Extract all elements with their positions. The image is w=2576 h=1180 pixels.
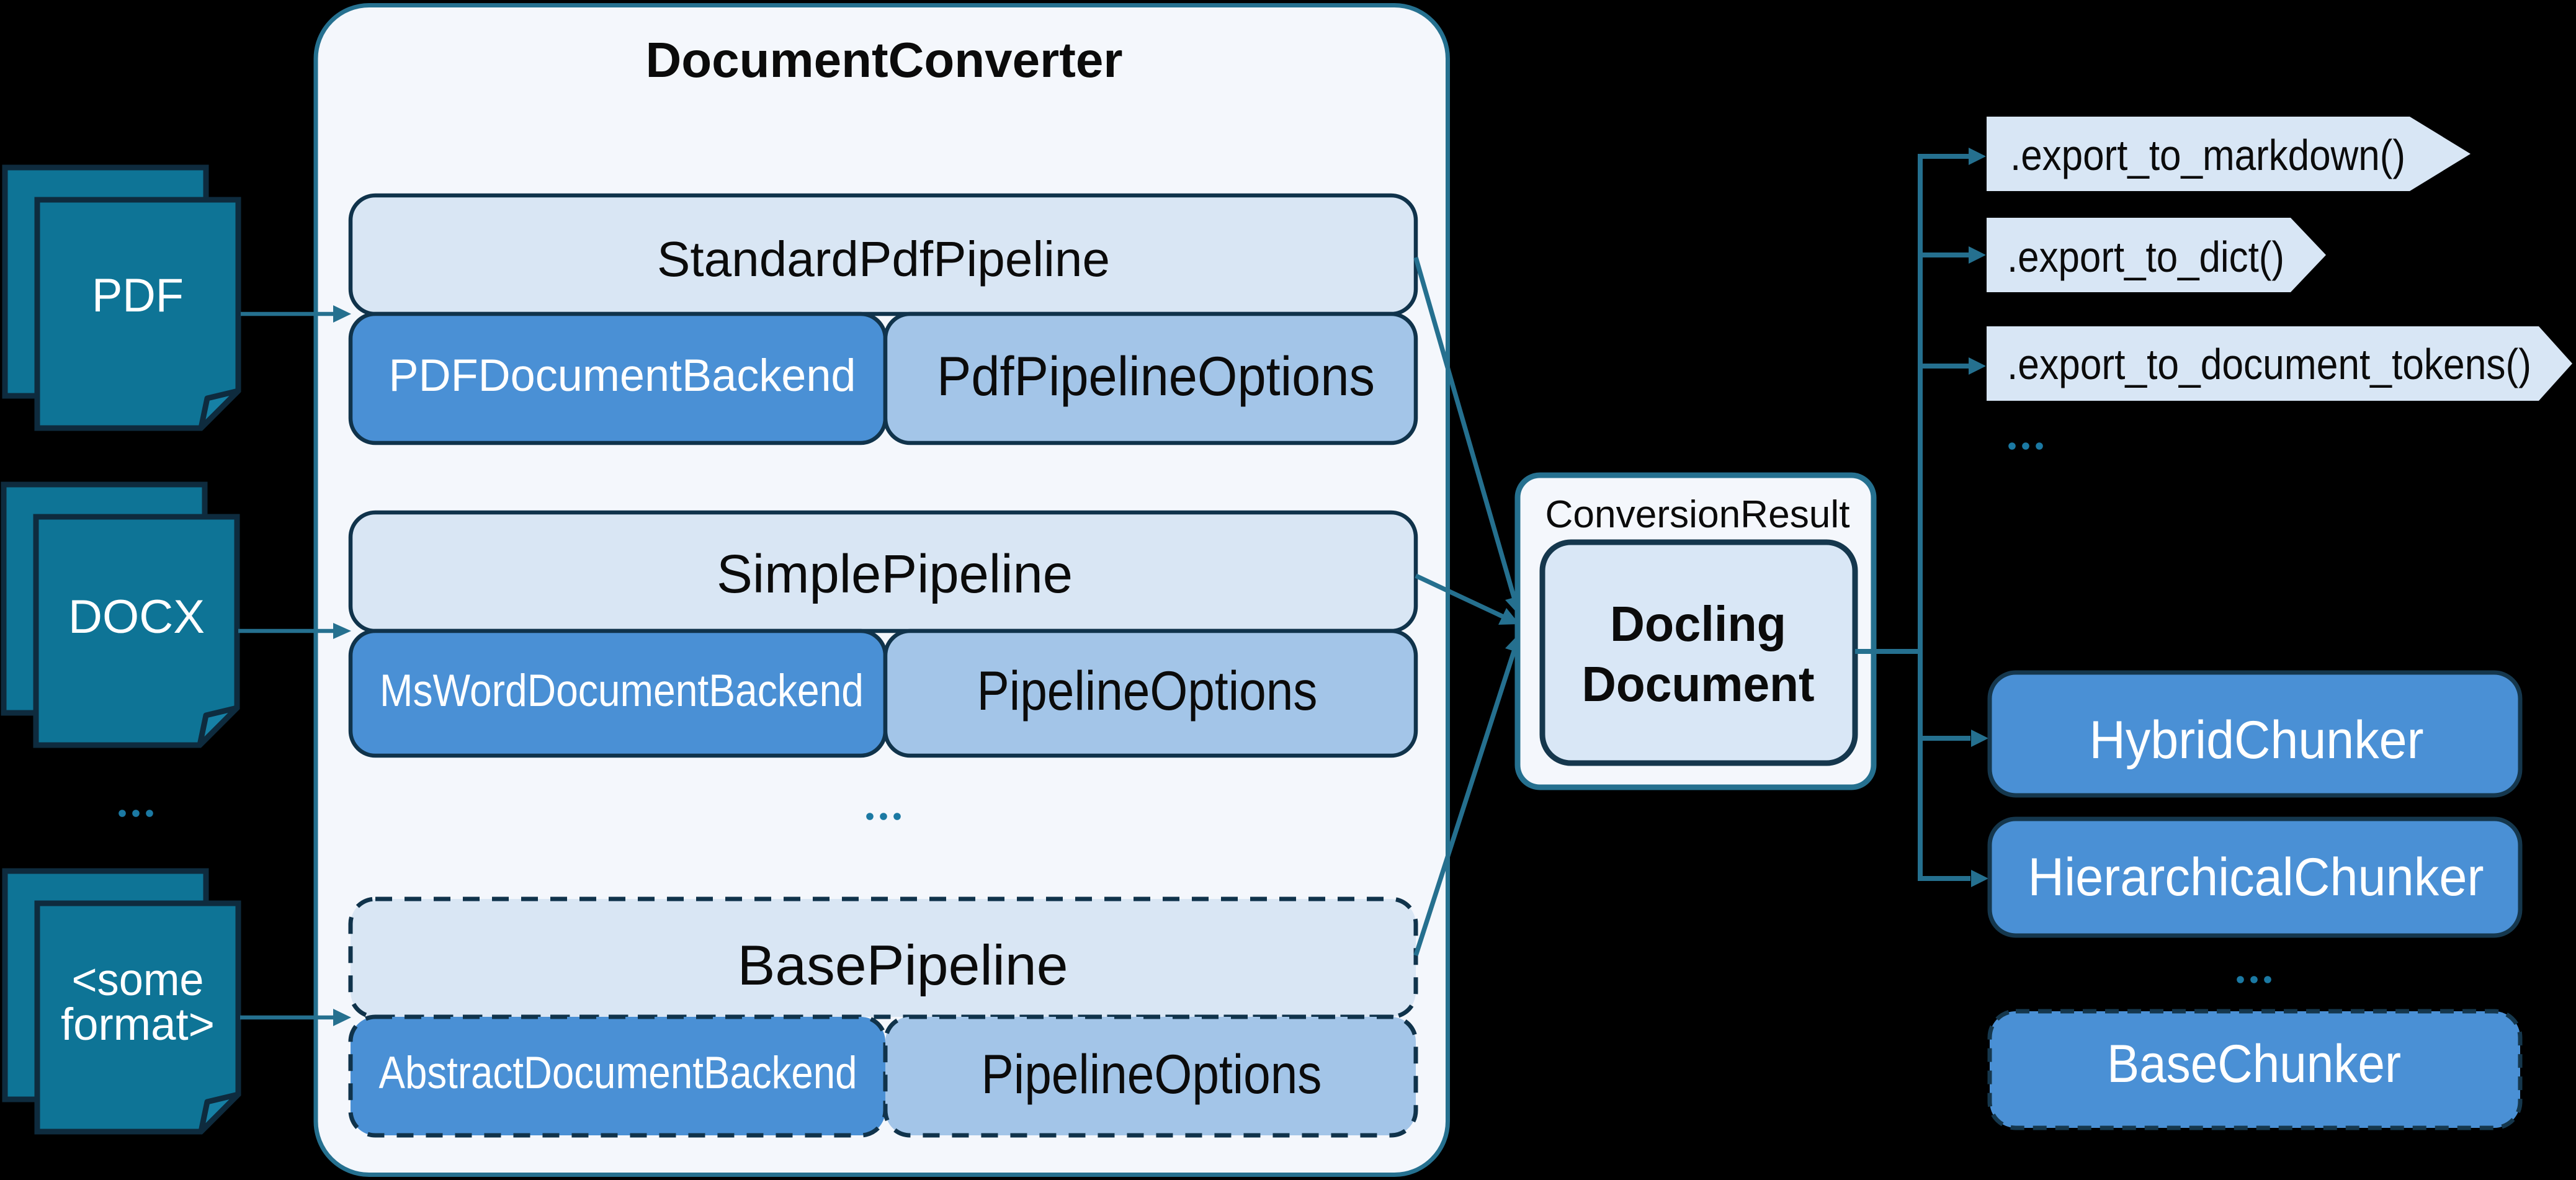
svg-text:SimplePipeline: SimplePipeline — [717, 544, 1073, 604]
svg-text:BaseChunker: BaseChunker — [2107, 1034, 2401, 1094]
svg-text:PDF: PDF — [92, 269, 184, 322]
svg-text:DOCX: DOCX — [68, 591, 205, 643]
svg-text:DocumentConverter: DocumentConverter — [646, 32, 1123, 87]
svg-text:PDFDocumentBackend: PDFDocumentBackend — [389, 351, 856, 401]
svg-text:Docling: Docling — [1610, 596, 1786, 651]
svg-text:<some: <some — [72, 955, 204, 1005]
svg-text:MsWordDocumentBackend: MsWordDocumentBackend — [380, 666, 864, 716]
svg-text:.export_to_markdown(): .export_to_markdown() — [2010, 131, 2405, 179]
svg-text:StandardPdfPipeline: StandardPdfPipeline — [657, 231, 1110, 287]
svg-text:PipelineOptions: PipelineOptions — [977, 659, 1318, 722]
svg-text:format>: format> — [61, 999, 215, 1050]
svg-text:PdfPipelineOptions: PdfPipelineOptions — [937, 345, 1375, 407]
svg-text:HybridChunker: HybridChunker — [2090, 710, 2424, 770]
svg-text:.export_to_dict(): .export_to_dict() — [2007, 233, 2284, 281]
svg-text:BasePipeline: BasePipeline — [738, 934, 1068, 997]
svg-text:ConversionResult: ConversionResult — [1545, 493, 1850, 536]
svg-text:Document: Document — [1582, 656, 1815, 712]
svg-text:PipelineOptions: PipelineOptions — [982, 1043, 1322, 1105]
svg-text:.export_to_document_tokens(): .export_to_document_tokens() — [2007, 340, 2531, 388]
svg-text:HierarchicalChunker: HierarchicalChunker — [2028, 847, 2484, 907]
svg-text:AbstractDocumentBackend: AbstractDocumentBackend — [379, 1048, 857, 1098]
